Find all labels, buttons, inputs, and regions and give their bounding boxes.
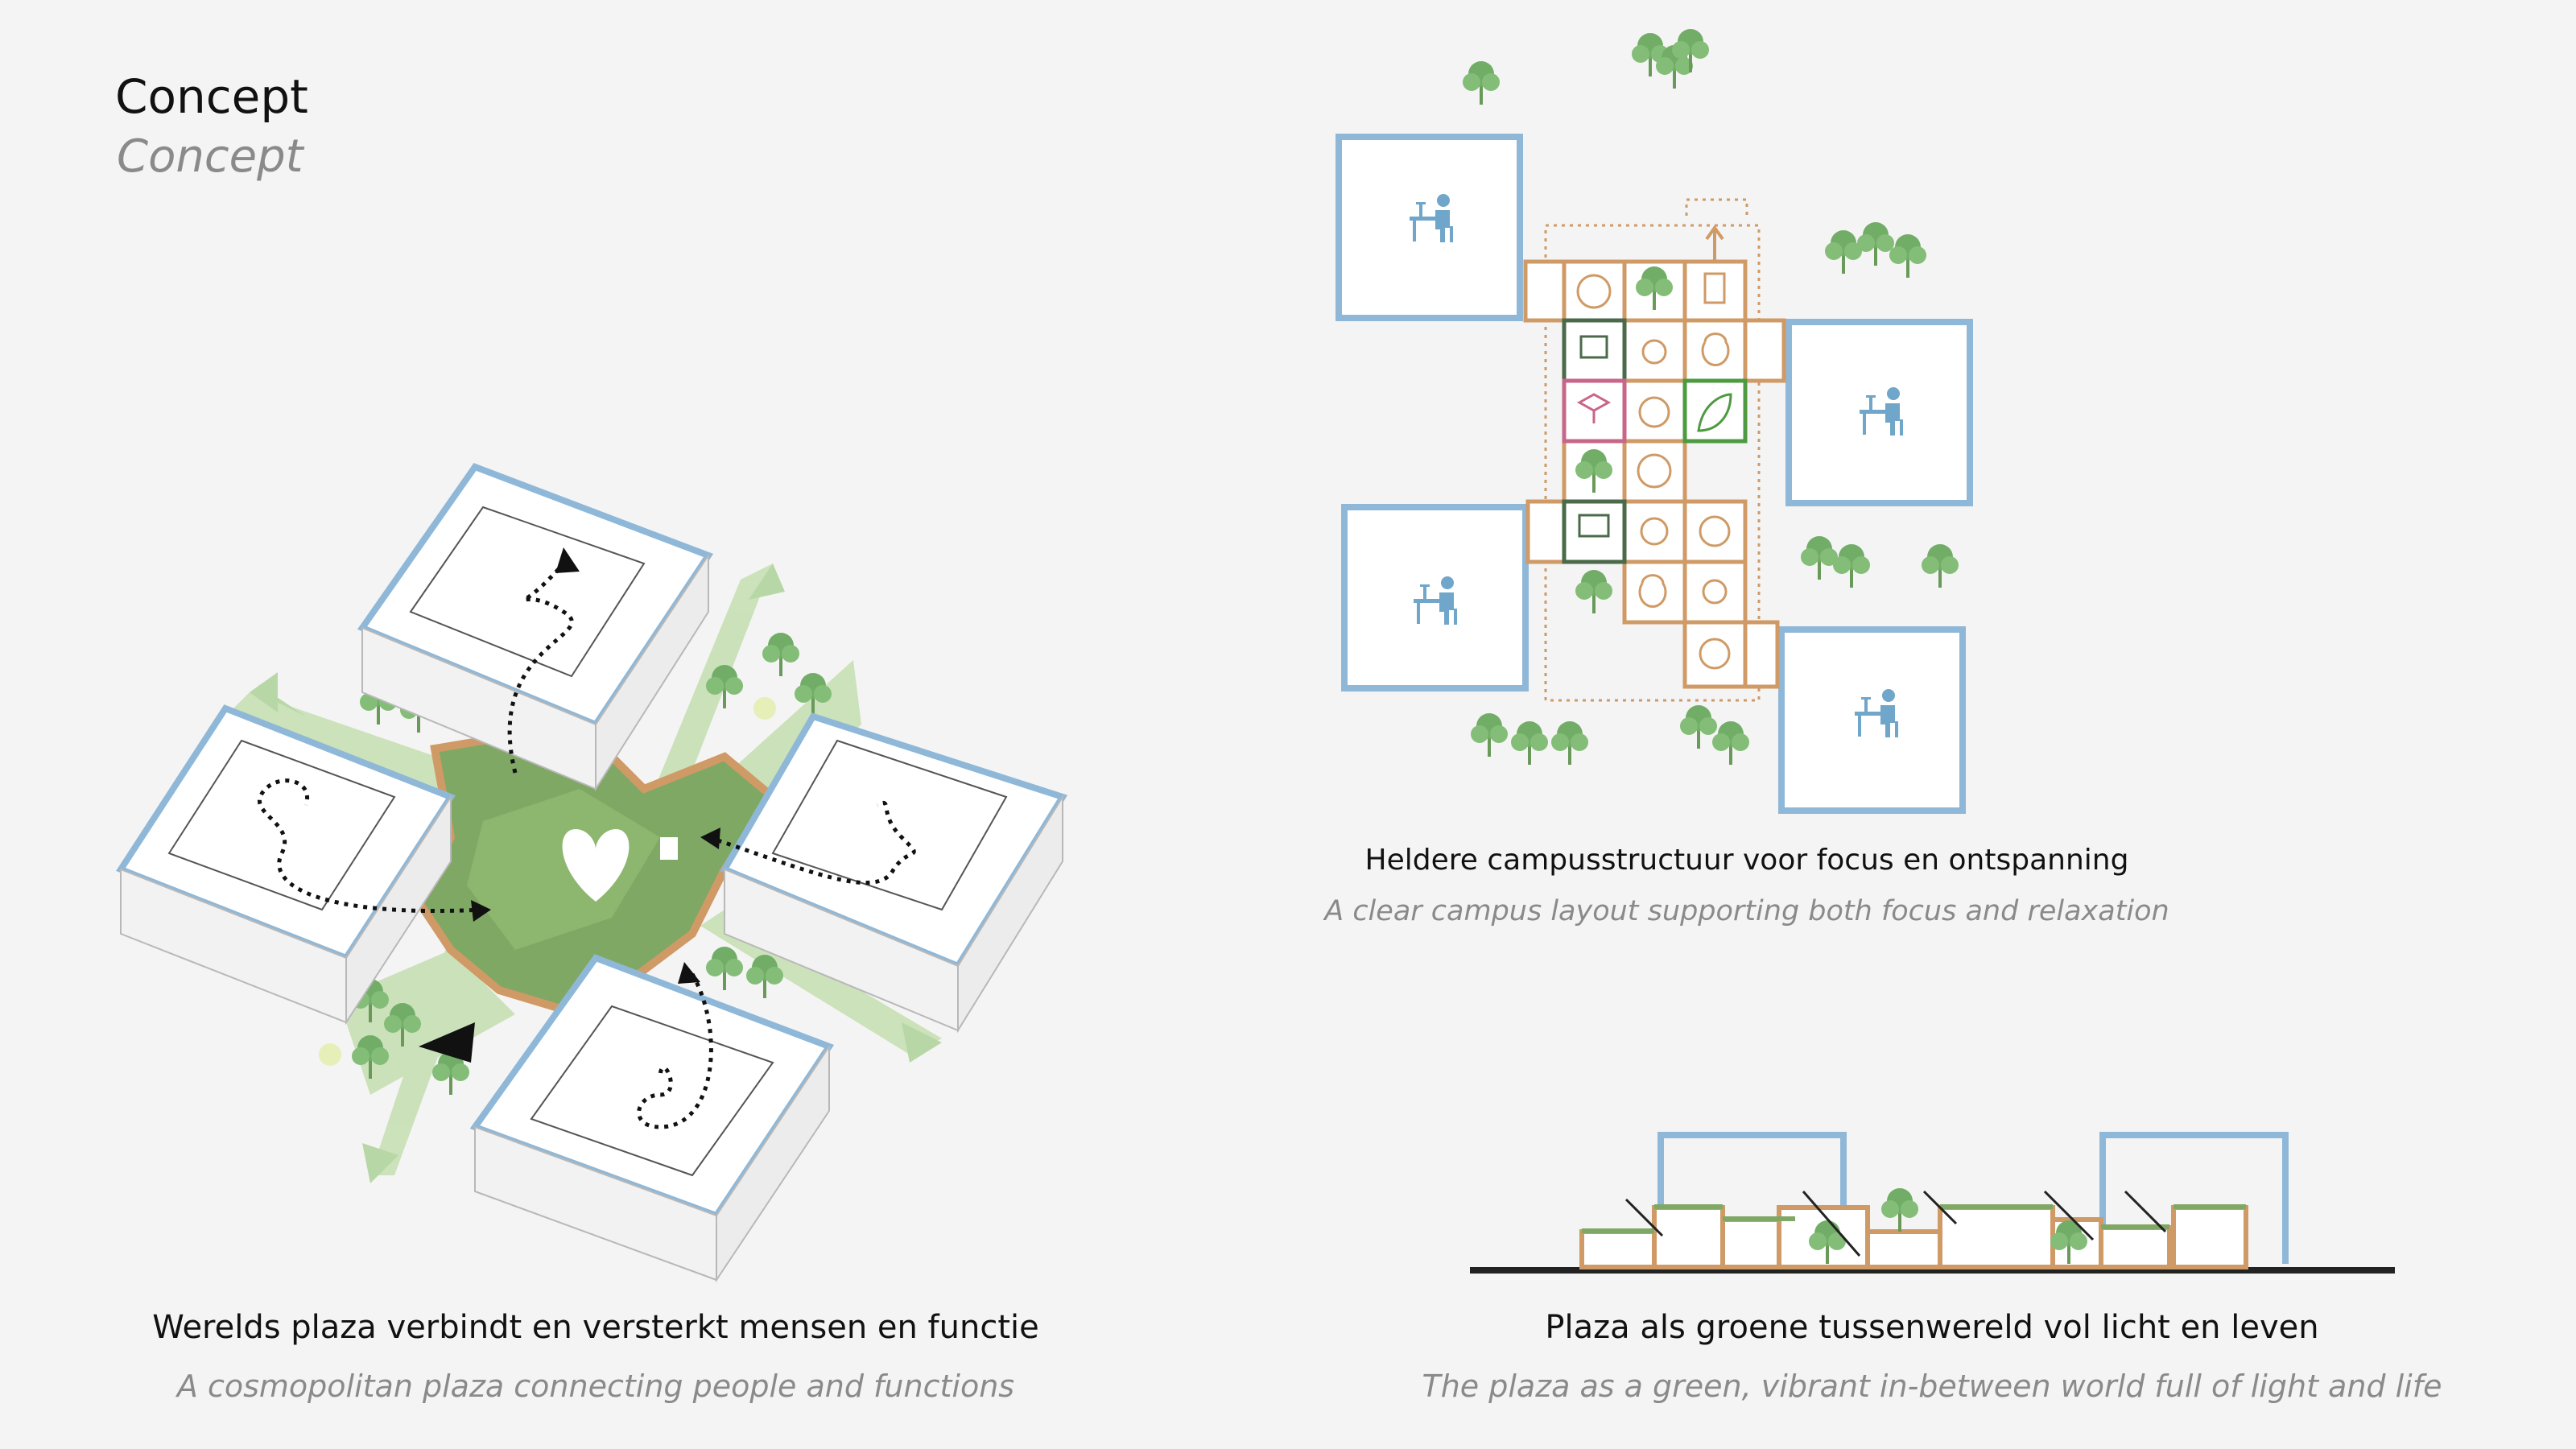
building-north [357, 463, 714, 792]
meeting-group-icon [1699, 515, 1731, 547]
meeting-group-icon [1699, 638, 1731, 670]
plaza-section [1470, 1132, 2395, 1274]
apple-icon [1701, 332, 1730, 366]
meeting-group-icon [1638, 396, 1670, 428]
food-bowl-icon [1640, 517, 1669, 546]
campus-caption-en: A clear campus layout supporting both fo… [1324, 895, 2169, 927]
section-caption-en: The plaza as a green, vibrant in-between… [1422, 1368, 2442, 1404]
fitness-icon [1579, 335, 1608, 359]
community-icon [1576, 274, 1612, 309]
page-subtitle: Concept [117, 130, 303, 183]
plaza-caption-en: A cosmopolitan plaza connecting people a… [176, 1368, 1015, 1404]
leaf-icon [1697, 393, 1732, 432]
exit-door-icon [1703, 272, 1726, 304]
office-block-sw [1341, 504, 1529, 691]
graduation-cap-icon [1576, 393, 1612, 423]
office-block-ne [1785, 319, 1973, 506]
office-block-se [1778, 626, 1966, 814]
presentation-icon [1578, 514, 1610, 538]
building-south [469, 954, 835, 1283]
campus-caption-nl: Heldere campusstructuur voor focus en on… [1364, 844, 2129, 877]
building-east [700, 712, 1068, 1034]
page-title: Concept [115, 69, 308, 124]
office-block-nw [1335, 134, 1523, 321]
plaza-axonometric [115, 463, 1068, 1283]
coffee-cup-icon [1641, 339, 1667, 365]
building-west [115, 704, 491, 1026]
community-icon [1637, 453, 1672, 489]
campus-plan [1335, 27, 1973, 814]
heart-icon [562, 829, 630, 902]
plaza-caption-nl: Werelds plaza verbindt en versterkt mens… [152, 1309, 1039, 1346]
coffee-cup-icon [1702, 579, 1728, 605]
apple-icon [1638, 574, 1667, 608]
section-caption-nl: Plaza als groene tussenwereld vol licht … [1545, 1309, 2319, 1346]
